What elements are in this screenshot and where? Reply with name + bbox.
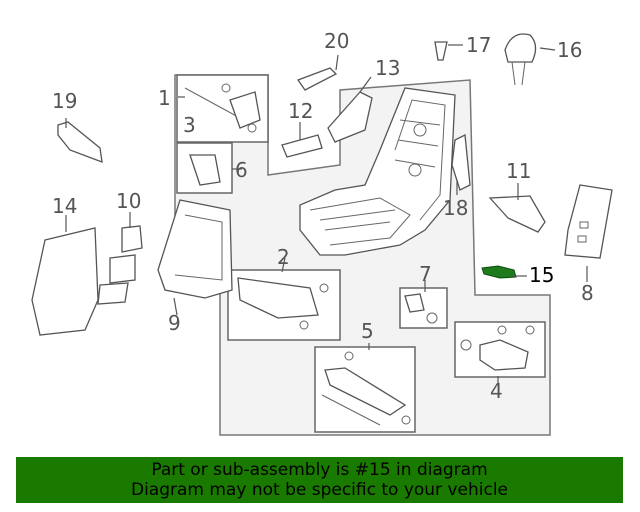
part-14-cushion (31, 227, 99, 336)
callout-2: 2 (277, 245, 290, 269)
callout-18: 18 (443, 196, 468, 220)
part-11-trim (488, 195, 546, 233)
part-2-plate (237, 277, 329, 330)
part-4-motor (460, 325, 535, 371)
part-7-clip (404, 293, 438, 324)
part-6-knob (189, 154, 221, 186)
leader-lines (65, 44, 588, 385)
footer-line-1: Part or sub-assembly is #15 in diagram (151, 460, 488, 480)
part-8-panel (564, 184, 613, 259)
callout-20: 20 (324, 29, 349, 53)
part-16-headrest (504, 33, 537, 86)
part-19-trim (57, 121, 103, 163)
callout-17: 17 (466, 33, 491, 57)
callout-4: 4 (490, 379, 503, 403)
callout-15: 15 (529, 263, 554, 287)
seat-frame (299, 87, 456, 256)
callout-14: 14 (52, 194, 77, 218)
callout-10: 10 (116, 189, 141, 213)
part-12-bracket (281, 134, 323, 158)
part-10-pads (97, 225, 143, 305)
callout-9: 9 (168, 311, 181, 335)
callout-13: 13 (375, 56, 400, 80)
part-15-highlighted (481, 265, 517, 279)
part-9-back-panel (157, 199, 233, 299)
footer-banner: Part or sub-assembly is #15 in diagram D… (16, 457, 623, 503)
part-17-guide (434, 41, 448, 61)
footer-line-2: Diagram may not be specific to your vehi… (130, 480, 508, 500)
part-5-rail (321, 351, 411, 426)
callout-5: 5 (361, 319, 374, 343)
part-20-cover (296, 67, 338, 91)
callout-3: 3 (183, 113, 196, 137)
callout-8: 8 (581, 281, 594, 305)
callout-7: 7 (419, 262, 432, 286)
callout-12: 12 (288, 99, 313, 123)
part-13-trim (327, 91, 373, 143)
part-18-bracket (451, 133, 471, 191)
callout-1: 1 (158, 86, 171, 110)
callout-11: 11 (506, 159, 531, 183)
callout-19: 19 (52, 89, 77, 113)
part-3-mechanism (184, 83, 261, 133)
callout-6: 6 (235, 158, 248, 182)
callout-16: 16 (557, 38, 582, 62)
